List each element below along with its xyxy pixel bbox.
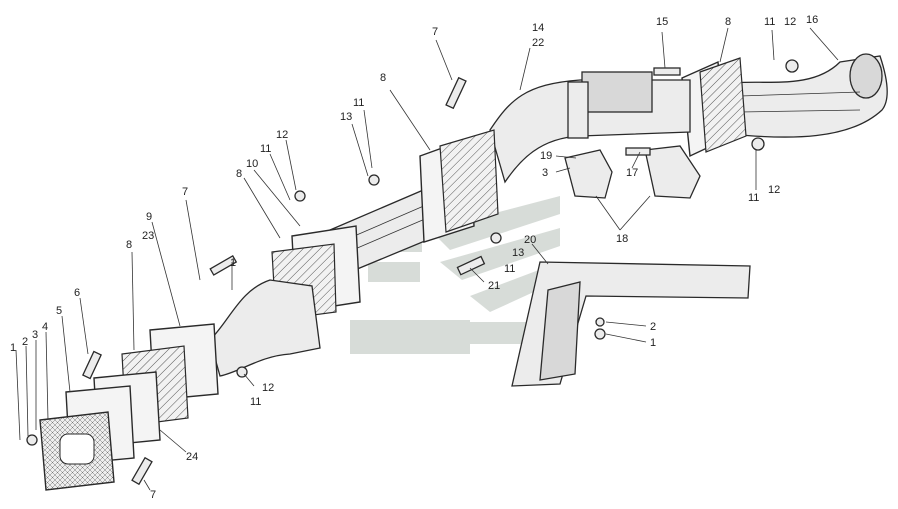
bolts bbox=[26, 59, 799, 486]
callout-3-top: 3 bbox=[542, 167, 548, 179]
callout-8-top: 8 bbox=[725, 16, 731, 28]
callout-7-low: 7 bbox=[150, 489, 156, 501]
bolt-7-top bbox=[445, 76, 467, 110]
callout-12-right: 12 bbox=[768, 184, 780, 196]
bolt-21 bbox=[456, 255, 486, 276]
callout-20: 20 bbox=[524, 234, 536, 246]
callout-1-mid: 1 bbox=[230, 257, 236, 269]
nut-12 bbox=[294, 190, 306, 202]
callout-3-left: 3 bbox=[32, 329, 38, 341]
callout-11-right: 11 bbox=[748, 192, 759, 204]
callout-11-mid: 11 bbox=[353, 97, 364, 109]
elbow-pipe-16 bbox=[719, 55, 888, 138]
leader-lines bbox=[15, 27, 839, 491]
callout-8-mid: 8 bbox=[380, 72, 386, 84]
bolt-7-mid bbox=[209, 255, 238, 276]
callout-9: 9 bbox=[146, 211, 152, 223]
clamp-block-15 bbox=[581, 71, 653, 113]
callout-13-right: 13 bbox=[512, 247, 524, 259]
gasket-4-opening bbox=[59, 433, 95, 465]
callout-24: 24 bbox=[186, 451, 198, 463]
callout-16: 16 bbox=[806, 14, 818, 26]
gasket-mid bbox=[439, 129, 499, 233]
nut-13b bbox=[490, 232, 502, 244]
elbow-pipe-9 bbox=[209, 279, 321, 377]
callout-4: 4 bbox=[42, 321, 48, 333]
callout-15: 15 bbox=[656, 16, 668, 28]
callout-17: 17 bbox=[626, 167, 638, 179]
callout-labels: 14 22 15 8 11 12 16 7 8 11 13 12 11 10 8… bbox=[10, 14, 818, 501]
bolt-6 bbox=[82, 350, 102, 380]
callout-18: 18 bbox=[616, 233, 628, 245]
callout-7-top: 7 bbox=[432, 26, 438, 38]
elbow-pipe-outlet bbox=[849, 53, 883, 99]
nut-1 bbox=[594, 328, 606, 340]
callout-2-right: 2 bbox=[650, 321, 656, 333]
pipe-collar bbox=[567, 81, 589, 139]
bolt-7-low bbox=[131, 456, 153, 486]
callout-21: 21 bbox=[488, 280, 500, 292]
callout-11-top: 11 bbox=[764, 16, 775, 28]
callout-12-mid: 12 bbox=[276, 129, 288, 141]
bracket-18-left bbox=[564, 149, 613, 199]
callout-19: 19 bbox=[540, 150, 552, 162]
bracket-20-plate bbox=[539, 281, 581, 381]
callout-5: 5 bbox=[56, 305, 62, 317]
callout-8-left: 8 bbox=[236, 168, 242, 180]
callout-13: 13 bbox=[340, 111, 352, 123]
callout-2-left: 2 bbox=[22, 336, 28, 348]
washer-2 bbox=[595, 317, 605, 327]
nut-13 bbox=[368, 174, 380, 186]
callout-12-low: 12 bbox=[262, 382, 274, 394]
nut-12c bbox=[751, 137, 765, 151]
callout-6: 6 bbox=[74, 287, 80, 299]
callout-7-mid: 7 bbox=[182, 186, 188, 198]
callout-11-left: 11 bbox=[260, 143, 271, 155]
callout-11-low: 11 bbox=[250, 396, 261, 408]
callout-22: 22 bbox=[532, 37, 544, 49]
callout-1-right: 1 bbox=[650, 337, 656, 349]
nut-1-left bbox=[26, 434, 38, 446]
callout-8-low: 8 bbox=[126, 239, 132, 251]
gasket-8-top bbox=[699, 57, 747, 153]
callout-14: 14 bbox=[532, 22, 544, 34]
callout-23: 23 bbox=[142, 230, 154, 242]
bolt-15 bbox=[653, 67, 681, 76]
bolt-17 bbox=[625, 147, 651, 156]
callout-11-bracket: 11 bbox=[504, 263, 515, 275]
bracket-18-right bbox=[644, 145, 701, 199]
callout-12-top: 12 bbox=[784, 16, 796, 28]
callout-1-left: 1 bbox=[10, 342, 16, 354]
nut-12d bbox=[785, 59, 799, 73]
callout-10: 10 bbox=[246, 158, 258, 170]
